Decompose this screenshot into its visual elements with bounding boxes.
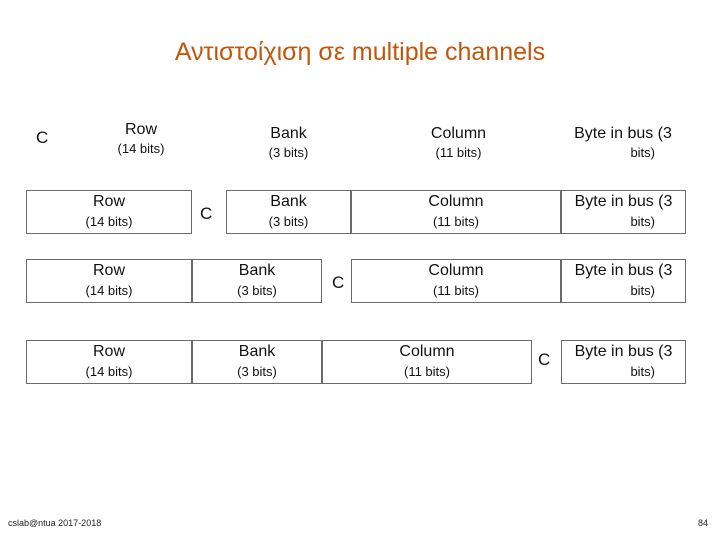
column-field: Column (11 bits) [322, 340, 532, 384]
footer-credit: cslab@ntua 2017-2018 [8, 518, 102, 528]
mapping-row-3: Row (14 bits) Bank (3 bits) C Column (11… [26, 259, 686, 303]
bank-field: Bank (3 bits) [226, 190, 351, 234]
column-field: Column (11 bits) [351, 190, 561, 234]
slide-title: Αντιστοίχιση σε multiple channels [174, 38, 546, 66]
column-field: Column (11 bits) [351, 259, 561, 303]
row-field: Row (14 bits) [86, 112, 196, 156]
bank-field: Bank (3 bits) [192, 259, 322, 303]
mapping-row-2: Row (14 bits) C Bank (3 bits) Column (11… [26, 190, 686, 234]
byte-field: Byte in bus (3 bits) [561, 259, 686, 303]
byte-field: Byte in bus (3 bits) [560, 112, 686, 160]
row-field: Row (14 bits) [26, 259, 192, 303]
page-number: 84 [697, 518, 708, 528]
mapping-row-4: Row (14 bits) Bank (3 bits) Column (11 b… [26, 340, 686, 384]
channel-label: C [538, 350, 551, 369]
byte-field: Byte in bus (3 bits) [561, 190, 686, 234]
bank-field: Bank (3 bits) [192, 340, 322, 384]
row-field: Row (14 bits) [26, 190, 192, 234]
row-field: Row (14 bits) [26, 340, 192, 384]
mapping-row-1: C Row (14 bits) Bank (3 bits) Column (11… [26, 112, 686, 160]
channel-label: C [200, 204, 213, 223]
column-field: Column (11 bits) [371, 112, 546, 160]
bank-field: Bank (3 bits) [226, 112, 351, 160]
byte-field: Byte in bus (3 bits) [561, 340, 686, 384]
channel-label: C [332, 273, 345, 292]
channel-label: C [36, 128, 49, 147]
